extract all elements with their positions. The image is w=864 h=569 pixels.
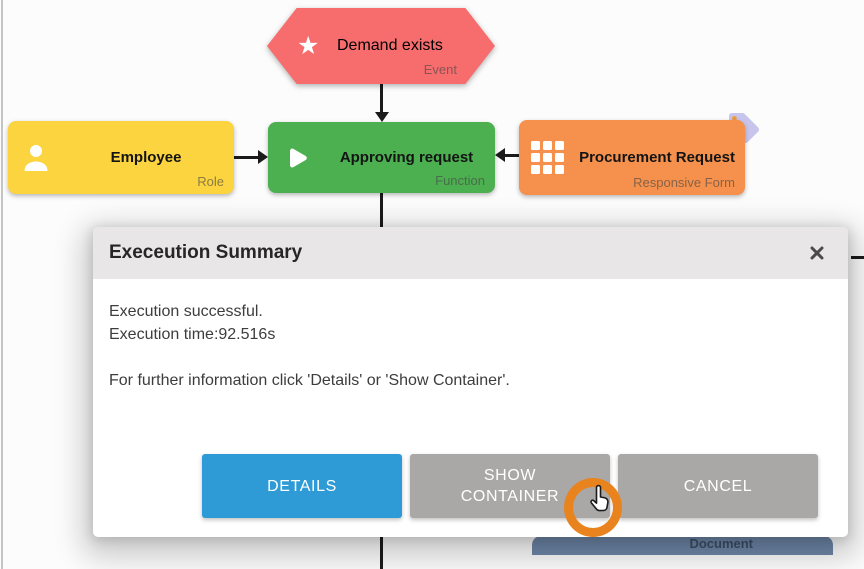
node-event-demand-exists[interactable]: ★ Demand exists Event (267, 8, 495, 84)
dialog-title: Execeution Summary (109, 242, 303, 263)
message-line: For further information click 'Details' … (109, 372, 510, 389)
connector-right-edge (851, 256, 864, 259)
panel-edge-divider (1, 0, 3, 569)
connector-form-to-function (505, 154, 519, 157)
connector-function-down (380, 193, 383, 228)
close-icon[interactable] (802, 227, 832, 279)
play-icon (268, 140, 324, 176)
node-type-label: Event (423, 62, 457, 77)
hand-pointer-icon (590, 484, 609, 512)
node-type-label: Document (689, 536, 753, 551)
arrowhead-left-icon (495, 148, 505, 162)
execution-summary-dialog: Execeution Summary Execution successful.… (93, 227, 848, 537)
person-icon (8, 139, 64, 177)
node-title: Employee (110, 149, 182, 166)
node-role-employee[interactable]: Employee Role (8, 121, 234, 194)
cancel-button[interactable]: CANCEL (618, 454, 818, 518)
node-title: Procurement Request (579, 149, 735, 166)
node-form-procurement-request[interactable]: Procurement Request Responsive Form (519, 120, 745, 195)
dialog-message: Execution successful. Execution time:92.… (93, 279, 848, 392)
node-type-label: Role (197, 174, 224, 189)
message-gap (109, 346, 832, 369)
node-title: Demand exists (337, 37, 443, 54)
star-icon: ★ (297, 31, 320, 60)
connector-role-to-function (234, 156, 260, 159)
message-line: Execution time:92.516s (109, 326, 276, 343)
node-type-label: Responsive Form (633, 175, 735, 190)
dialog-button-row: DETAILS SHOW CONTAINER CANCEL (202, 454, 818, 518)
node-title: Approving request (339, 149, 474, 166)
details-button[interactable]: DETAILS (202, 454, 402, 518)
node-type-label: Function (435, 173, 485, 188)
highlight-circle (564, 478, 622, 537)
arrowhead-right-icon (258, 150, 268, 164)
grid-icon (519, 141, 575, 174)
connector-below-dialog (380, 537, 383, 569)
show-container-button[interactable]: SHOW CONTAINER (410, 454, 610, 518)
arrowhead-down-icon (375, 112, 389, 122)
node-function-approving-request[interactable]: Approving request Function (268, 122, 495, 193)
message-line: Execution successful. (109, 303, 263, 320)
node-document[interactable]: Document (532, 536, 833, 555)
connector-event-to-function (380, 84, 383, 113)
dialog-header: Execeution Summary (93, 227, 848, 279)
